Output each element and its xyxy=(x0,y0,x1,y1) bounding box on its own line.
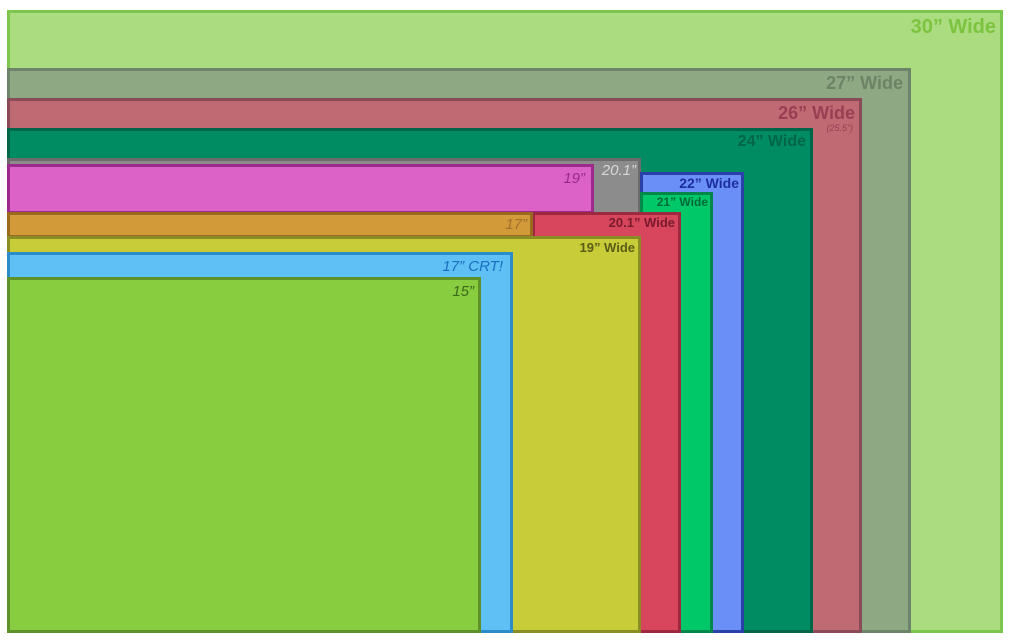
screen-label-s20_1: 20.1” xyxy=(601,162,636,179)
screen-label-w19: 19” Wide xyxy=(579,240,635,255)
screen-label-w20_1: 20.1” Wide xyxy=(608,215,675,230)
screen-label-w22: 22” Wide xyxy=(679,175,739,191)
screen-label-w30: 30” Wide xyxy=(910,16,996,38)
screen-sublabel-w26: (25.5”) xyxy=(826,123,853,133)
screen-label-w27: 27” Wide xyxy=(826,73,903,93)
screen-outline-s15 xyxy=(7,277,481,633)
screen-label-s19: 19” xyxy=(563,170,585,187)
screen-label-w26: 26” Wide xyxy=(778,103,855,123)
screen-label-s15: 15” xyxy=(452,283,474,300)
screen-label-w21: 21” Wide xyxy=(656,195,708,209)
screen-outline-s19 xyxy=(7,164,594,214)
screen-label-w24: 24” Wide xyxy=(737,133,806,150)
screen-label-s17: 17” xyxy=(505,216,527,233)
screen-outline-s17 xyxy=(7,212,533,238)
screen-label-crt17: 17” CRT! xyxy=(442,258,503,275)
